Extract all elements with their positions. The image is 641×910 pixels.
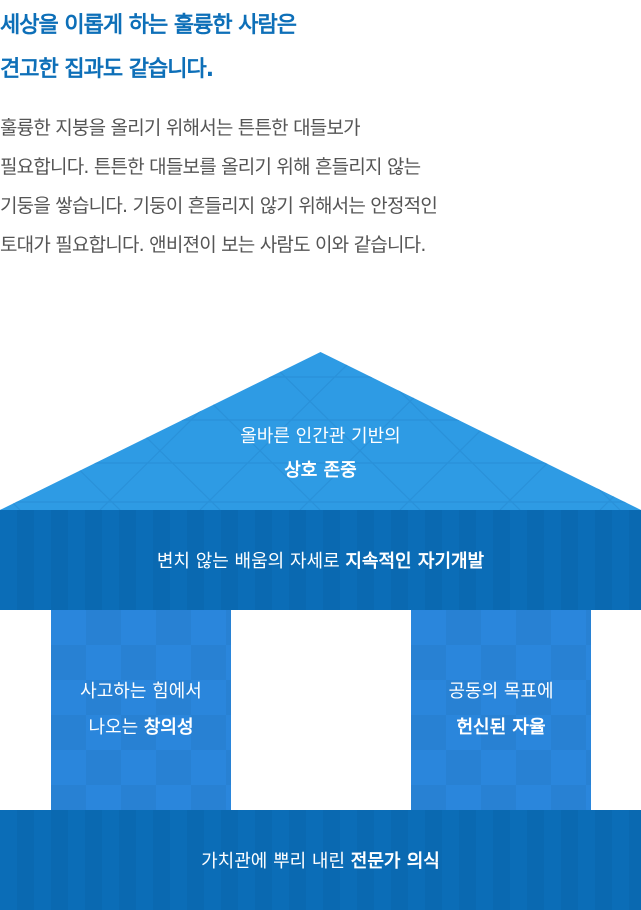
description-line: 기둥을 쌓습니다. 기둥이 흔들리지 않기 위해서는 안정적인: [0, 195, 438, 217]
pillar-right-line-1: 공동의 목표에: [448, 681, 554, 702]
heading-line-2: 견고한 집과도 같습니다.: [0, 57, 214, 82]
foundation-value: 전문가 의식: [350, 851, 440, 872]
beam-text: 변치 않는 배움의 자세로: [156, 551, 346, 572]
roof-line-1: 올바른 인간관 기반의: [240, 426, 401, 447]
description: 훌륭한 지붕을 올리기 위해서는 튼튼한 대들보가 필요합니다. 튼튼한 대들보…: [0, 109, 641, 265]
roof: [0, 352, 641, 510]
foundation-text: 가치관에 뿌리 내린: [201, 851, 351, 872]
pillar-right-value: 헌신된 자율: [456, 717, 546, 738]
description-line: 훌륭한 지붕을 올리기 위해서는 튼튼한 대들보가: [0, 117, 361, 139]
heading: 세상을 이롭게 하는 훌륭한 사람은 견고한 집과도 같습니다.: [0, 4, 297, 92]
pillar-right: 공동의 목표에 헌신된 자율: [411, 610, 591, 810]
roof-value: 상호 존중: [284, 460, 357, 481]
pillar-left: 사고하는 힘에서 나오는 창의성: [51, 610, 231, 810]
description-line: 토대가 필요합니다. 앤비젼이 보는 사람도 이와 같습니다.: [0, 234, 426, 256]
pillar-left-line-2: 나오는: [88, 717, 144, 738]
pillar-left-value: 창의성: [143, 717, 194, 738]
beam: 변치 않는 배움의 자세로 지속적인 자기개발: [0, 510, 641, 610]
heading-line-1: 세상을 이롭게 하는 훌륭한 사람은: [0, 13, 297, 38]
pillar-left-line-1: 사고하는 힘에서: [80, 681, 202, 702]
beam-value: 지속적인 자기개발: [345, 551, 485, 572]
description-line: 필요합니다. 튼튼한 대들보를 올리기 위해 흔들리지 않는: [0, 156, 421, 178]
roof-label: 올바른 인간관 기반의 상호 존중: [0, 420, 641, 488]
foundation: 가치관에 뿌리 내린 전문가 의식: [0, 810, 641, 910]
